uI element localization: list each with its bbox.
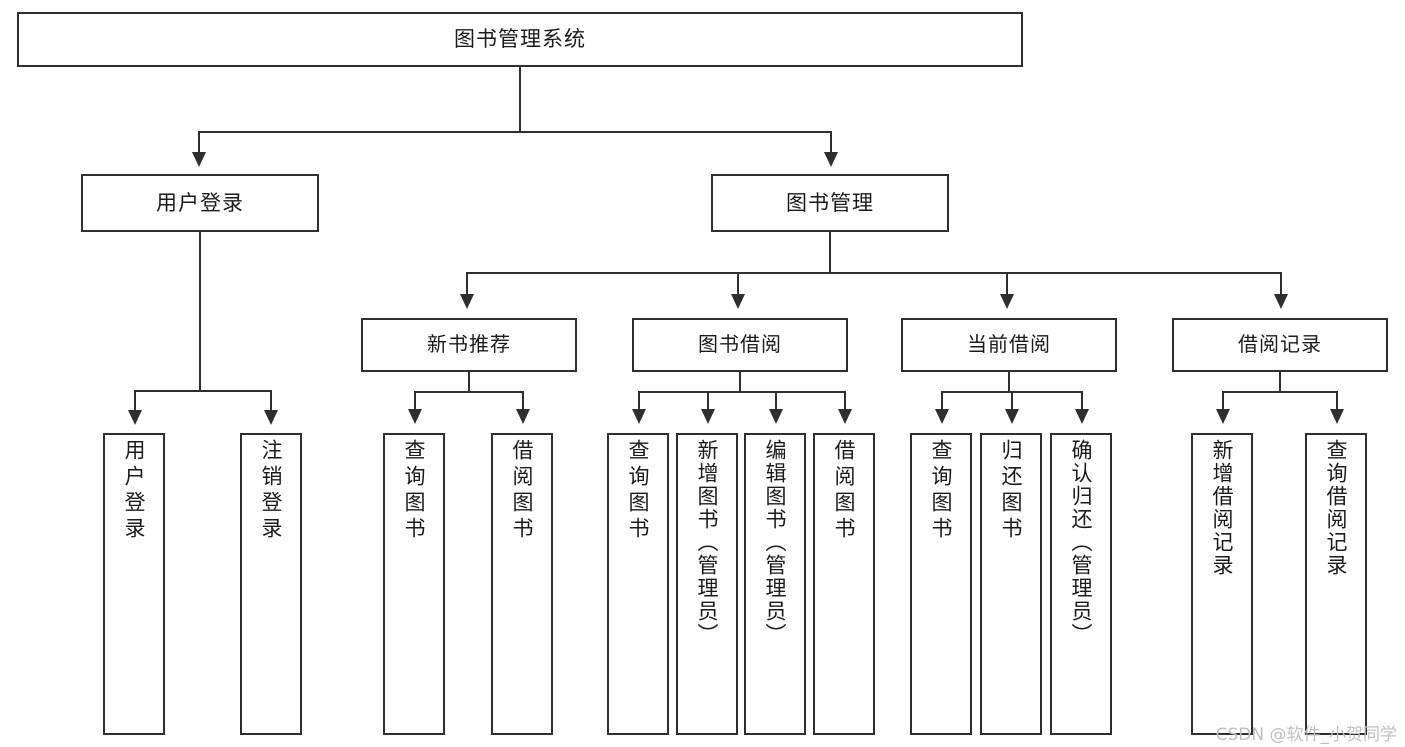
node-leaf-user-login[interactable]: 用户登录 bbox=[103, 433, 165, 735]
node-root-label: 图书管理系统 bbox=[454, 27, 586, 52]
arrowhead-root-to-user-login bbox=[192, 152, 206, 167]
node-user-login-label: 用户登录 bbox=[156, 190, 244, 215]
node-leaf-query-book-2[interactable]: 查询图书 bbox=[607, 433, 669, 735]
node-leaf-borrow-book-2[interactable]: 借阅图书 bbox=[813, 433, 875, 735]
arrowhead-borrow-record bbox=[1274, 294, 1288, 309]
node-leaf-borrow-book-2-label: 借阅图书 bbox=[832, 439, 857, 543]
node-new-book-recommend-label: 新书推荐 bbox=[427, 332, 511, 357]
arrowhead-leaf-user-login bbox=[128, 410, 142, 425]
node-borrow-record[interactable]: 借阅记录 bbox=[1172, 318, 1388, 372]
connector-cb-drop-3 bbox=[1081, 391, 1083, 411]
connector-bb-drop-3 bbox=[775, 391, 777, 411]
connector-cb-drop-2 bbox=[1011, 391, 1013, 411]
connector-root-stem bbox=[519, 67, 521, 132]
node-leaf-return-book-label: 归还图书 bbox=[999, 439, 1024, 543]
node-leaf-query-book-3-label: 查询图书 bbox=[929, 439, 954, 543]
connector-cb-drop-1 bbox=[941, 391, 943, 411]
node-root[interactable]: 图书管理系统 bbox=[17, 12, 1023, 67]
node-leaf-query-book-1-label: 查询图书 bbox=[402, 439, 427, 543]
arrowhead-leaf-query-book-1 bbox=[408, 409, 422, 424]
connector-nbr-drop-2 bbox=[522, 391, 524, 411]
arrowhead-leaf-logout-login bbox=[264, 410, 278, 425]
node-leaf-query-borrow-record-label: 查询借阅记录 bbox=[1324, 439, 1349, 577]
connector-bb-drop-4 bbox=[844, 391, 846, 411]
node-leaf-confirm-return-admin-label: 确认归还（管理员） bbox=[1069, 439, 1094, 646]
node-leaf-query-book-3[interactable]: 查询图书 bbox=[910, 433, 972, 735]
node-leaf-query-borrow-record[interactable]: 查询借阅记录 bbox=[1305, 433, 1367, 735]
node-book-manage[interactable]: 图书管理 bbox=[711, 174, 949, 232]
node-leaf-logout-login[interactable]: 注销登录 bbox=[240, 433, 302, 735]
arrowhead-book-borrow bbox=[731, 294, 745, 309]
node-book-borrow[interactable]: 图书借阅 bbox=[632, 318, 848, 372]
connector-root-to-user-login bbox=[198, 131, 200, 155]
connector-book-manage-drop-1 bbox=[466, 272, 468, 296]
connector-book-manage-stem bbox=[829, 232, 831, 273]
connector-current-borrow-stem bbox=[1008, 372, 1010, 392]
connector-br-drop-1 bbox=[1222, 391, 1224, 411]
arrowhead-leaf-borrow-book-2 bbox=[838, 409, 852, 424]
arrowhead-leaf-add-borrow-record bbox=[1216, 409, 1230, 424]
connector-user-login-drop-2 bbox=[270, 390, 272, 412]
arrowhead-leaf-add-book-admin bbox=[701, 409, 715, 424]
connector-bb-drop-2 bbox=[707, 391, 709, 411]
node-leaf-borrow-book-1-label: 借阅图书 bbox=[510, 439, 535, 543]
arrowhead-leaf-query-borrow-record bbox=[1330, 409, 1344, 424]
arrowhead-leaf-return-book bbox=[1005, 409, 1019, 424]
arrowhead-leaf-edit-book-admin bbox=[769, 409, 783, 424]
node-current-borrow-label: 当前借阅 bbox=[967, 332, 1051, 357]
connector-book-borrow-stem bbox=[739, 372, 741, 392]
node-leaf-add-borrow-record-label: 新增借阅记录 bbox=[1210, 439, 1235, 577]
connector-new-book-recommend-stem bbox=[468, 372, 470, 392]
connector-borrow-record-stem bbox=[1279, 372, 1281, 392]
node-current-borrow[interactable]: 当前借阅 bbox=[901, 318, 1117, 372]
node-leaf-user-login-label: 用户登录 bbox=[122, 439, 147, 543]
node-leaf-confirm-return-admin[interactable]: 确认归还（管理员） bbox=[1050, 433, 1112, 735]
connector-book-borrow-bus bbox=[638, 391, 846, 393]
node-leaf-logout-login-label: 注销登录 bbox=[259, 439, 284, 543]
arrowhead-current-borrow bbox=[1000, 294, 1014, 309]
connector-user-login-drop-1 bbox=[134, 390, 136, 412]
connector-book-manage-bus bbox=[466, 272, 1280, 274]
node-book-borrow-label: 图书借阅 bbox=[698, 332, 782, 357]
arrowhead-leaf-borrow-book-1 bbox=[516, 409, 530, 424]
connector-book-manage-drop-4 bbox=[1280, 272, 1282, 296]
node-book-manage-label: 图书管理 bbox=[786, 190, 874, 215]
node-leaf-query-book-2-label: 查询图书 bbox=[626, 439, 651, 543]
arrowhead-leaf-confirm-return-admin bbox=[1075, 409, 1089, 424]
node-leaf-add-book-admin-label: 新增图书（管理员） bbox=[695, 439, 720, 646]
watermark-text: CSDN @软件_小贺同学 bbox=[1215, 725, 1397, 745]
node-leaf-return-book[interactable]: 归还图书 bbox=[980, 433, 1042, 735]
node-leaf-add-book-admin[interactable]: 新增图书（管理员） bbox=[676, 433, 738, 735]
arrowhead-leaf-query-book-3 bbox=[935, 409, 949, 424]
node-leaf-edit-book-admin[interactable]: 编辑图书（管理员） bbox=[744, 433, 806, 735]
node-new-book-recommend[interactable]: 新书推荐 bbox=[361, 318, 577, 372]
connector-user-login-bus bbox=[134, 390, 271, 392]
node-leaf-query-book-1[interactable]: 查询图书 bbox=[383, 433, 445, 735]
connector-bb-drop-1 bbox=[638, 391, 640, 411]
node-leaf-borrow-book-1[interactable]: 借阅图书 bbox=[491, 433, 553, 735]
node-borrow-record-label: 借阅记录 bbox=[1238, 332, 1322, 357]
connector-root-bus bbox=[198, 131, 832, 133]
node-user-login[interactable]: 用户登录 bbox=[81, 174, 319, 232]
node-leaf-edit-book-admin-label: 编辑图书（管理员） bbox=[763, 439, 788, 646]
connector-nbr-drop-1 bbox=[414, 391, 416, 411]
connector-borrow-record-bus bbox=[1222, 391, 1338, 393]
arrowhead-root-to-book-manage bbox=[824, 152, 838, 167]
arrowhead-new-book-recommend bbox=[460, 294, 474, 309]
connector-book-manage-drop-3 bbox=[1006, 272, 1008, 296]
connector-book-manage-drop-2 bbox=[737, 272, 739, 296]
connector-new-book-recommend-bus bbox=[414, 391, 524, 393]
node-leaf-add-borrow-record[interactable]: 新增借阅记录 bbox=[1191, 433, 1253, 735]
connector-br-drop-2 bbox=[1336, 391, 1338, 411]
connector-user-login-stem bbox=[199, 232, 201, 391]
arrowhead-leaf-query-book-2 bbox=[632, 409, 646, 424]
connector-root-to-book-manage bbox=[830, 131, 832, 155]
